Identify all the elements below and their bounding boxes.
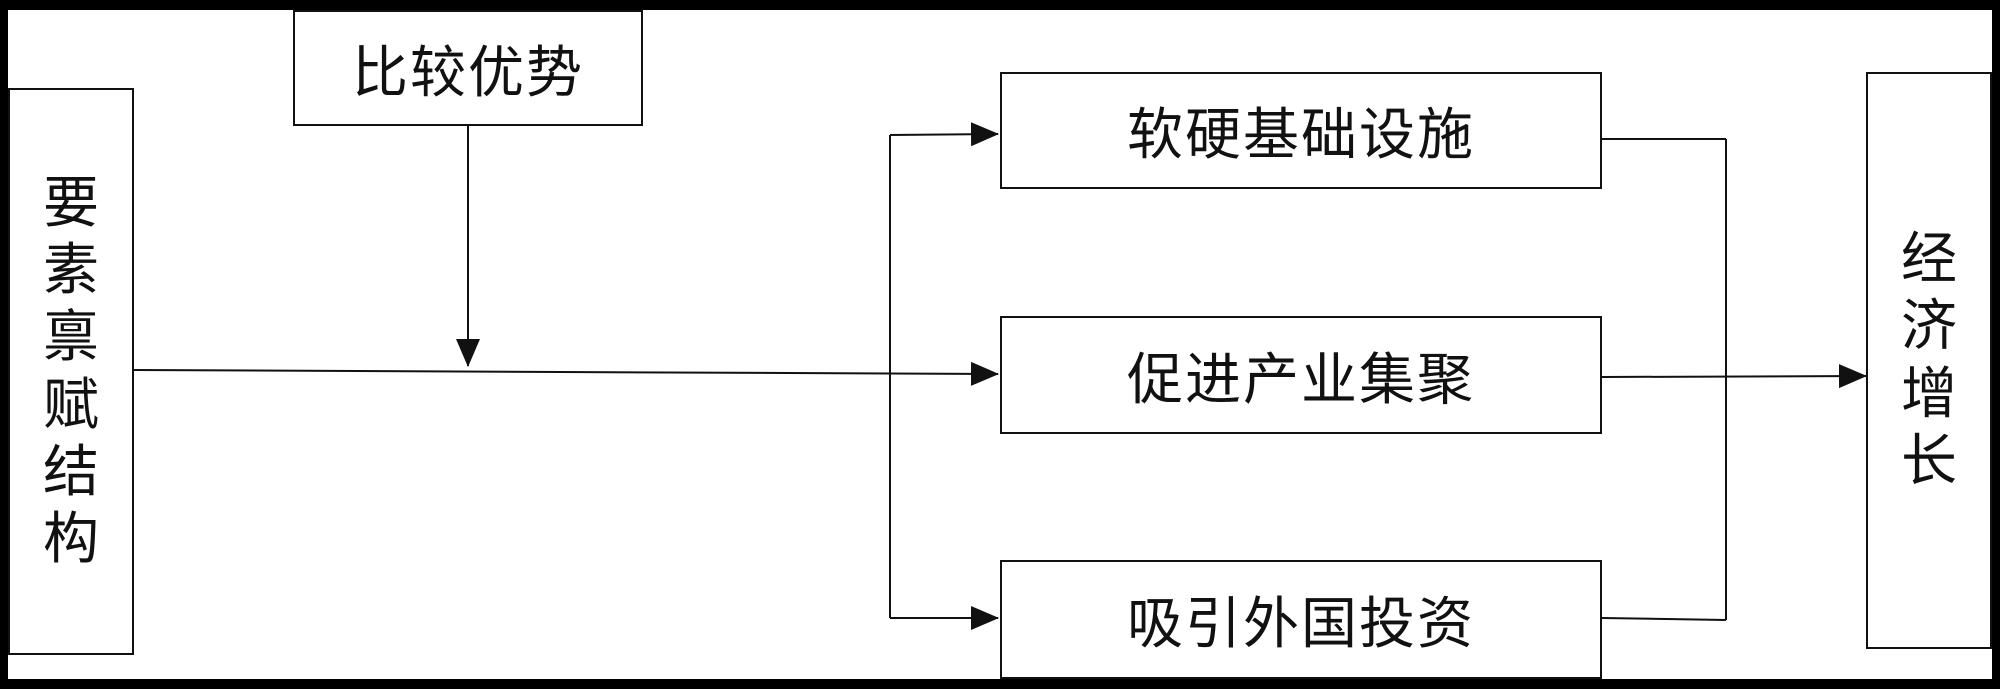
diagram-canvas: 要素禀赋结构 比较优势 软硬基础设施 促进产业集聚 吸引外国投资 经济增长 [8, 10, 1992, 679]
arrow-source-to-industry-cluster [133, 361, 999, 386]
industry-cluster-label: 促进产业集聚 [1127, 347, 1475, 413]
vertical-label-char: 结 [43, 439, 99, 505]
vertical-label-char: 素 [43, 238, 99, 304]
vertical-label-char: 长 [1901, 428, 1957, 494]
infrastructure-label: 软硬基础设施 [1127, 103, 1475, 168]
arrow-to-economic-growth [1601, 364, 1867, 389]
connector-layer [133, 122, 1867, 630]
vertical-label-char: 要 [43, 170, 99, 236]
vertical-label-char: 济 [1901, 294, 1957, 360]
comparative-advantage-box: 比较优势 [293, 10, 643, 126]
economic-growth-label: 经济增长 [1901, 226, 1957, 495]
vertical-label-char: 禀 [43, 305, 99, 371]
industry-cluster-box: 促进产业集聚 [1000, 316, 1602, 434]
factor-endowment-structure-label: 要素禀赋结构 [43, 170, 99, 573]
infrastructure-box: 软硬基础设施 [1000, 72, 1602, 189]
foreign-investment-label: 吸引外国投资 [1127, 592, 1475, 657]
vertical-label-char: 增 [1901, 361, 1957, 427]
factor-endowment-structure-box: 要素禀赋结构 [8, 88, 134, 655]
economic-growth-box: 经济增长 [1866, 72, 1992, 649]
vertical-label-char: 构 [43, 506, 99, 572]
vertical-label-char: 经 [1901, 227, 1957, 293]
foreign-investment-box: 吸引外国投资 [1000, 560, 1602, 679]
arrow-to-infrastructure [889, 122, 999, 147]
line-foreign-investment-out [1601, 617, 1727, 621]
comparative-advantage-label: 比较优势 [352, 40, 584, 106]
vertical-label-char: 赋 [43, 372, 99, 438]
